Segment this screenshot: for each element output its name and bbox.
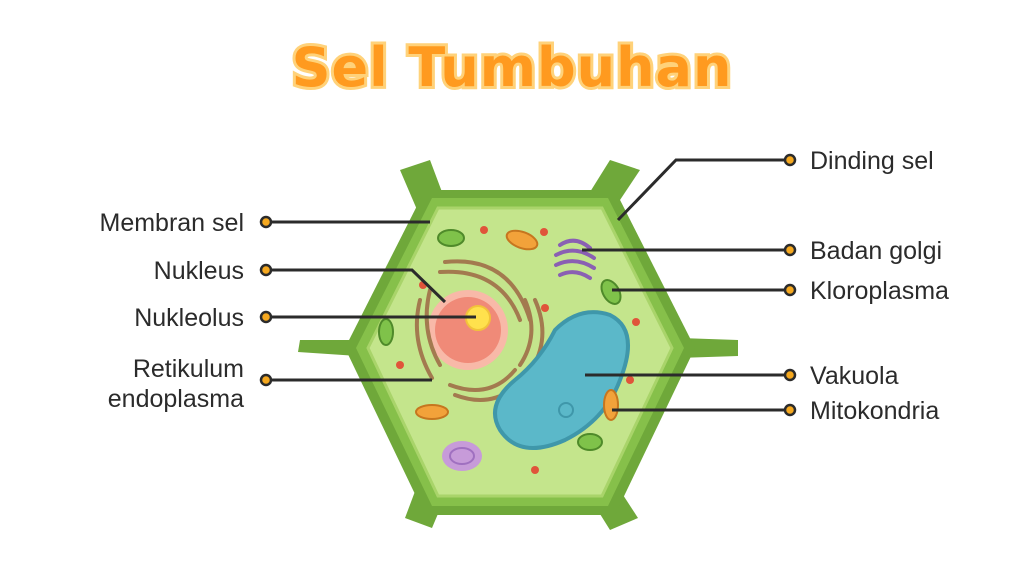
golgi-body — [554, 238, 596, 280]
label-nukleolus: Nukleolus — [134, 304, 244, 332]
mitochondria — [415, 229, 619, 421]
vacuole — [493, 310, 630, 450]
label-vakuola: Vakuola — [810, 362, 899, 390]
label-retikulum-line2: endoplasma — [108, 385, 244, 413]
label-kloroplasma: Kloroplasma — [810, 277, 949, 305]
label-nukleus: Nukleus — [154, 257, 244, 285]
cytoplasm — [366, 206, 674, 498]
diagram-title: Sel Tumbuhan — [292, 36, 733, 99]
nucleus — [428, 290, 508, 370]
label-dinding-sel: Dinding sel — [810, 147, 934, 175]
label-membran-sel: Membran sel — [100, 209, 245, 237]
lysosome — [442, 441, 482, 471]
chloroplasts — [378, 229, 622, 451]
leaders-right — [582, 153, 797, 417]
label-mitokondria: Mitokondria — [810, 397, 939, 425]
label-retikulum-line1: Retikulum — [133, 355, 244, 383]
leaders-left — [259, 215, 476, 387]
label-badan-golgi: Badan golgi — [810, 237, 942, 265]
